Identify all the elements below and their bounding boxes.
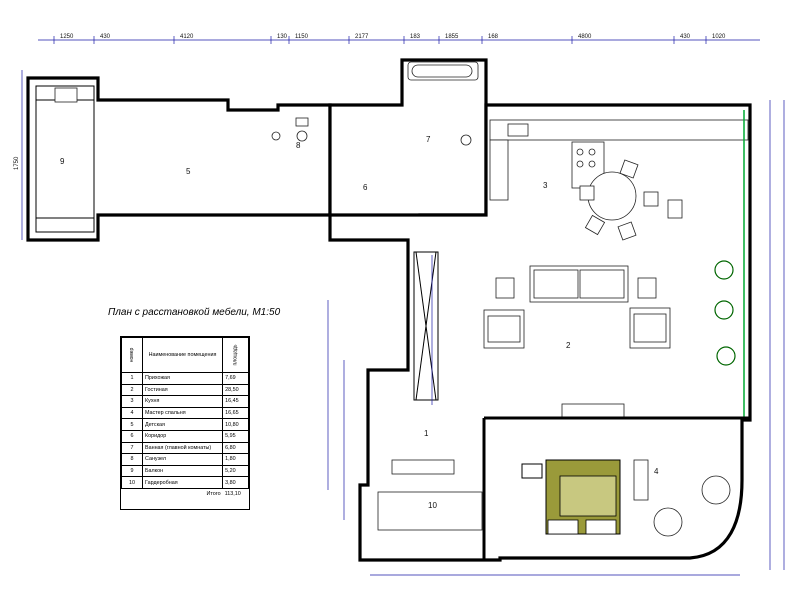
room-num: 8 (121, 453, 143, 466)
room-name: Балкон (141, 464, 224, 478)
room-number-label: 1 (424, 429, 429, 438)
top-dim-label: 183 (410, 34, 421, 40)
room-name: Гардеробная (141, 476, 224, 489)
room-num: 1 (121, 372, 143, 385)
top-dim-label: 1020 (712, 34, 726, 40)
room-name: Коридор (141, 429, 224, 443)
room-name: Санузел (141, 453, 224, 466)
plan-title: План с расстановкой мебели, М1:50 (108, 307, 281, 318)
room-area: 7,69 (222, 372, 249, 385)
top-dim-label: 130 (277, 34, 288, 40)
top-dim-label: 430 (100, 34, 111, 40)
room-num: 7 (121, 441, 143, 455)
room-area: 6,80 (222, 441, 249, 455)
total-value: 113,10 (224, 491, 241, 498)
room-area: 3,80 (222, 476, 249, 489)
room-name: Гостиная (141, 383, 224, 397)
room-num: 6 (121, 429, 143, 443)
top-dimensions: 1250 430 4120 130 1150 2177 183 1855 168 4800 430 1… (53, 34, 726, 44)
room-num: 5 (121, 418, 143, 431)
top-dim-label: 430 (680, 34, 691, 40)
total-label: Итого (206, 491, 221, 498)
room-area: 16,65 (222, 406, 249, 420)
room-num: 10 (121, 476, 143, 489)
dim-left-height: 1750 (14, 156, 20, 170)
room-area: 16,45 (222, 395, 249, 408)
room-name: Кухня (141, 395, 224, 408)
col-area-header: площадь (222, 337, 249, 373)
room-num: 9 (121, 464, 143, 478)
room-number-label: 6 (363, 183, 368, 192)
room-area: 5,95 (222, 429, 249, 443)
room-name: Мастер спальня (141, 406, 224, 420)
room-number-label: 4 (654, 467, 659, 476)
room-name: Детская (141, 418, 224, 431)
plants (714, 260, 736, 366)
room-number-label: 8 (296, 141, 301, 150)
room-area: 28,50 (222, 383, 249, 397)
room-name: Ванная (главной комнаты) (141, 441, 224, 455)
top-dim-label: 168 (488, 34, 499, 40)
room-number-label: 10 (428, 501, 437, 510)
room-number-label: 7 (426, 135, 431, 144)
col-num-header: номер (121, 337, 143, 373)
room-num: 2 (121, 383, 143, 397)
room-area: 5,20 (222, 464, 249, 478)
room-area: 10,80 (222, 418, 249, 431)
top-dim-label: 4120 (180, 34, 194, 40)
room-number-label: 3 (543, 181, 548, 190)
room-number-label: 5 (186, 167, 191, 176)
top-dim-label: 2177 (355, 34, 369, 40)
top-dim-label: 4800 (578, 34, 592, 40)
room-number-label: 9 (60, 157, 65, 166)
room-num: 3 (121, 395, 143, 408)
room-num: 4 (121, 406, 143, 420)
top-dim-label: 1250 (60, 34, 74, 40)
col-name-header: Наименование помещения (141, 337, 224, 373)
room-name: Прихожая (141, 372, 224, 385)
room-area: 1,80 (222, 453, 249, 466)
top-dim-label: 1855 (445, 34, 459, 40)
room-number-label: 2 (566, 341, 571, 350)
top-dim-label: 1150 (295, 34, 309, 40)
